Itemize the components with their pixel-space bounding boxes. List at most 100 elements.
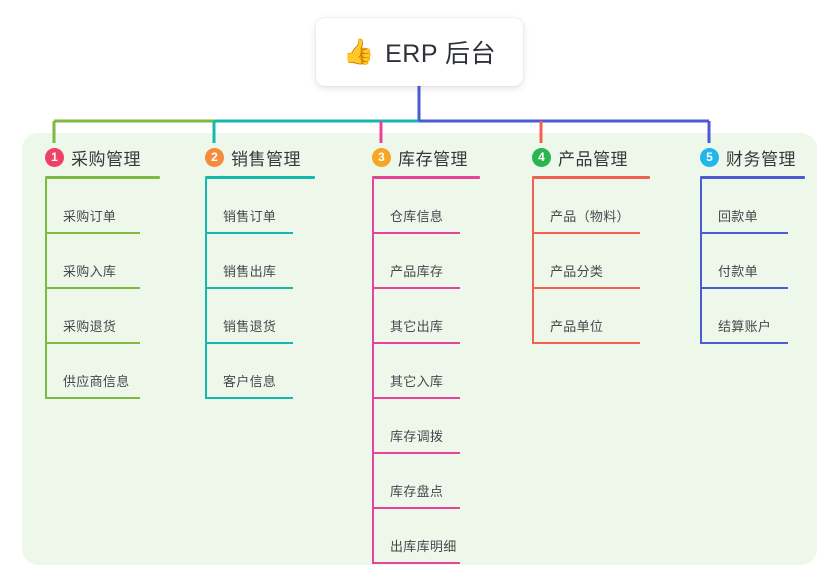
branch-item[interactable]: 销售退货	[205, 289, 315, 344]
item-label: 仓库信息	[390, 209, 444, 224]
item-underline	[532, 342, 640, 344]
item-label: 回款单	[718, 209, 758, 224]
item-connector	[45, 289, 47, 344]
item-label: 销售出库	[223, 264, 277, 279]
item-connector	[372, 179, 374, 234]
item-label: 库存盘点	[390, 484, 444, 499]
item-connector	[532, 234, 534, 289]
branch-item-list: 仓库信息产品库存其它出库其它入库库存调拨库存盘点出库库明细	[372, 179, 480, 564]
branch-header-3[interactable]: 3 库存管理	[372, 145, 480, 169]
branch-title: 销售管理	[231, 149, 301, 169]
item-connector	[532, 289, 534, 344]
item-label: 产品（物料）	[550, 209, 630, 224]
item-underline	[372, 397, 460, 399]
branch-item[interactable]: 客户信息	[205, 344, 315, 399]
item-label: 客户信息	[223, 374, 277, 389]
item-label: 付款单	[718, 264, 758, 279]
item-label: 库存调拨	[390, 429, 444, 444]
branch-item-list: 销售订单销售出库销售退货客户信息	[205, 179, 315, 399]
branch-number-badge: 1	[45, 147, 64, 167]
item-connector	[700, 289, 702, 344]
item-connector	[45, 234, 47, 289]
item-connector	[372, 234, 374, 289]
branch-item[interactable]: 结算账户	[700, 289, 805, 344]
root-node[interactable]: 👍 ERP 后台	[316, 18, 523, 86]
item-underline	[372, 232, 460, 234]
root-title: ERP 后台	[385, 40, 497, 68]
item-connector	[372, 509, 374, 564]
item-underline	[205, 397, 293, 399]
item-underline	[205, 287, 293, 289]
branch-item[interactable]: 销售订单	[205, 179, 315, 234]
branch-underline	[700, 176, 805, 179]
branch-item[interactable]: 产品（物料）	[532, 179, 650, 234]
branch-number-badge: 3	[372, 147, 391, 167]
branch-item-list: 产品（物料） 产品分类产品单位	[532, 179, 650, 344]
item-label: 采购退货	[63, 319, 117, 334]
item-underline	[532, 287, 640, 289]
branch-item[interactable]: 回款单	[700, 179, 805, 234]
item-underline	[372, 562, 460, 564]
item-label: 销售订单	[223, 209, 277, 224]
item-underline	[45, 287, 140, 289]
branch-underline	[372, 176, 480, 179]
item-underline	[45, 397, 140, 399]
item-connector	[205, 344, 207, 399]
item-connector	[372, 399, 374, 454]
item-connector	[372, 454, 374, 509]
branch-title: 库存管理	[398, 149, 468, 169]
item-label: 结算账户	[718, 319, 772, 334]
branch-underline	[45, 176, 160, 179]
item-connector	[45, 179, 47, 234]
branch-item[interactable]: 其它入库	[372, 344, 480, 399]
item-connector	[205, 289, 207, 344]
branch-header-1[interactable]: 1 采购管理	[45, 145, 160, 169]
branch-item[interactable]: 仓库信息	[372, 179, 480, 234]
item-connector	[205, 234, 207, 289]
item-underline	[45, 342, 140, 344]
item-connector	[372, 289, 374, 344]
branch-column-2: 2 销售管理销售订单销售出库销售退货客户信息	[205, 145, 315, 399]
branch-item[interactable]: 库存调拨	[372, 399, 480, 454]
item-underline	[532, 232, 640, 234]
item-underline	[372, 287, 460, 289]
item-connector	[700, 234, 702, 289]
branch-item[interactable]: 产品分类	[532, 234, 650, 289]
branch-item[interactable]: 供应商信息	[45, 344, 160, 399]
branch-title: 采购管理	[71, 149, 141, 169]
item-underline	[205, 232, 293, 234]
item-underline	[372, 507, 460, 509]
item-connector	[372, 344, 374, 399]
branch-number-badge: 5	[700, 147, 719, 167]
branch-header-2[interactable]: 2 销售管理	[205, 145, 315, 169]
item-underline	[45, 232, 140, 234]
branch-item[interactable]: 采购入库	[45, 234, 160, 289]
item-label: 采购订单	[63, 209, 117, 224]
item-label: 销售退货	[223, 319, 277, 334]
item-label: 采购入库	[63, 264, 117, 279]
branch-item[interactable]: 库存盘点	[372, 454, 480, 509]
branch-item[interactable]: 产品单位	[532, 289, 650, 344]
branch-item[interactable]: 产品库存	[372, 234, 480, 289]
item-underline	[372, 452, 460, 454]
item-underline	[700, 342, 788, 344]
branch-item-list: 采购订单采购入库采购退货供应商信息	[45, 179, 160, 399]
item-connector	[532, 179, 534, 234]
branch-item[interactable]: 其它出库	[372, 289, 480, 344]
item-connector	[700, 179, 702, 234]
item-label: 出库库明细	[390, 539, 457, 554]
branch-number-badge: 2	[205, 147, 224, 167]
branch-item[interactable]: 出库库明细	[372, 509, 480, 564]
item-label: 其它出库	[390, 319, 444, 334]
item-underline	[700, 232, 788, 234]
branch-item[interactable]: 采购订单	[45, 179, 160, 234]
branch-item[interactable]: 销售出库	[205, 234, 315, 289]
item-label: 其它入库	[390, 374, 444, 389]
branch-item[interactable]: 采购退货	[45, 289, 160, 344]
branch-item[interactable]: 付款单	[700, 234, 805, 289]
branch-number-badge: 4	[532, 147, 551, 167]
